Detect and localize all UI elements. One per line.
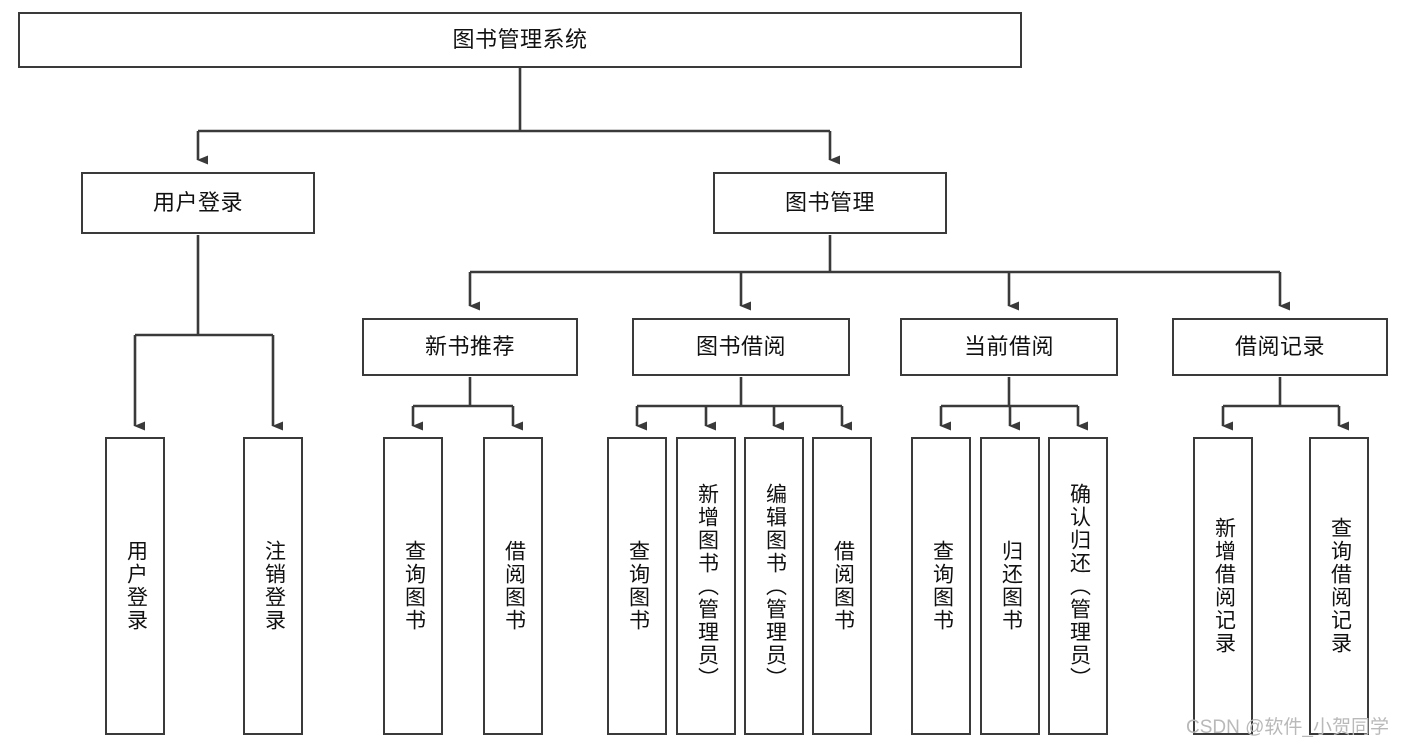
leaf-logout-login-label: 注销登录 [262,540,286,632]
leaf-add-book[interactable]: 新增图书（管理员） [676,437,736,735]
leaf-return-book-label: 归还图书 [999,540,1023,632]
leaf-confirm-return-label: 确认归还（管理员） [1067,482,1091,690]
node-book-manage-label: 图书管理 [784,190,875,216]
node-borrow-record-label: 借阅记录 [1234,334,1325,360]
node-user-login-label: 用户登录 [152,190,243,216]
leaf-user-login[interactable]: 用户登录 [105,437,165,735]
leaf-borrow-book-2[interactable]: 借阅图书 [812,437,872,735]
node-current-borrow-label: 当前借阅 [963,334,1054,360]
node-borrow-record[interactable]: 借阅记录 [1172,318,1388,376]
node-book-borrow-label: 图书借阅 [695,334,786,360]
leaf-query-book-3[interactable]: 查询图书 [911,437,971,735]
node-user-login[interactable]: 用户登录 [81,172,315,234]
leaf-confirm-return[interactable]: 确认归还（管理员） [1048,437,1108,735]
leaf-return-book[interactable]: 归还图书 [980,437,1040,735]
leaf-query-book-1-label: 查询图书 [402,540,426,632]
csdn-watermark: CSDN @软件_小贺同学 [1186,717,1389,738]
leaf-add-record[interactable]: 新增借阅记录 [1193,437,1253,735]
leaf-add-book-label: 新增图书（管理员） [695,482,719,690]
leaf-query-book-2[interactable]: 查询图书 [607,437,667,735]
node-new-book-recommend-label: 新书推荐 [424,334,515,360]
leaf-user-login-label: 用户登录 [124,540,148,632]
leaf-borrow-book-1-label: 借阅图书 [502,540,526,632]
leaf-query-book-3-label: 查询图书 [930,540,954,632]
leaf-edit-book[interactable]: 编辑图书（管理员） [744,437,804,735]
node-root-label: 图书管理系统 [452,27,588,53]
node-new-book-recommend[interactable]: 新书推荐 [362,318,578,376]
node-root[interactable]: 图书管理系统 [18,12,1022,68]
leaf-borrow-book-1[interactable]: 借阅图书 [483,437,543,735]
leaf-query-record-label: 查询借阅记录 [1328,517,1352,655]
leaf-query-record[interactable]: 查询借阅记录 [1309,437,1369,735]
node-current-borrow[interactable]: 当前借阅 [900,318,1118,376]
leaf-query-book-1[interactable]: 查询图书 [383,437,443,735]
leaf-logout-login[interactable]: 注销登录 [243,437,303,735]
leaf-query-book-2-label: 查询图书 [626,540,650,632]
node-book-borrow[interactable]: 图书借阅 [632,318,850,376]
node-book-manage[interactable]: 图书管理 [713,172,947,234]
leaf-add-record-label: 新增借阅记录 [1212,517,1236,655]
leaf-edit-book-label: 编辑图书（管理员） [763,482,787,690]
leaf-borrow-book-2-label: 借阅图书 [831,540,855,632]
